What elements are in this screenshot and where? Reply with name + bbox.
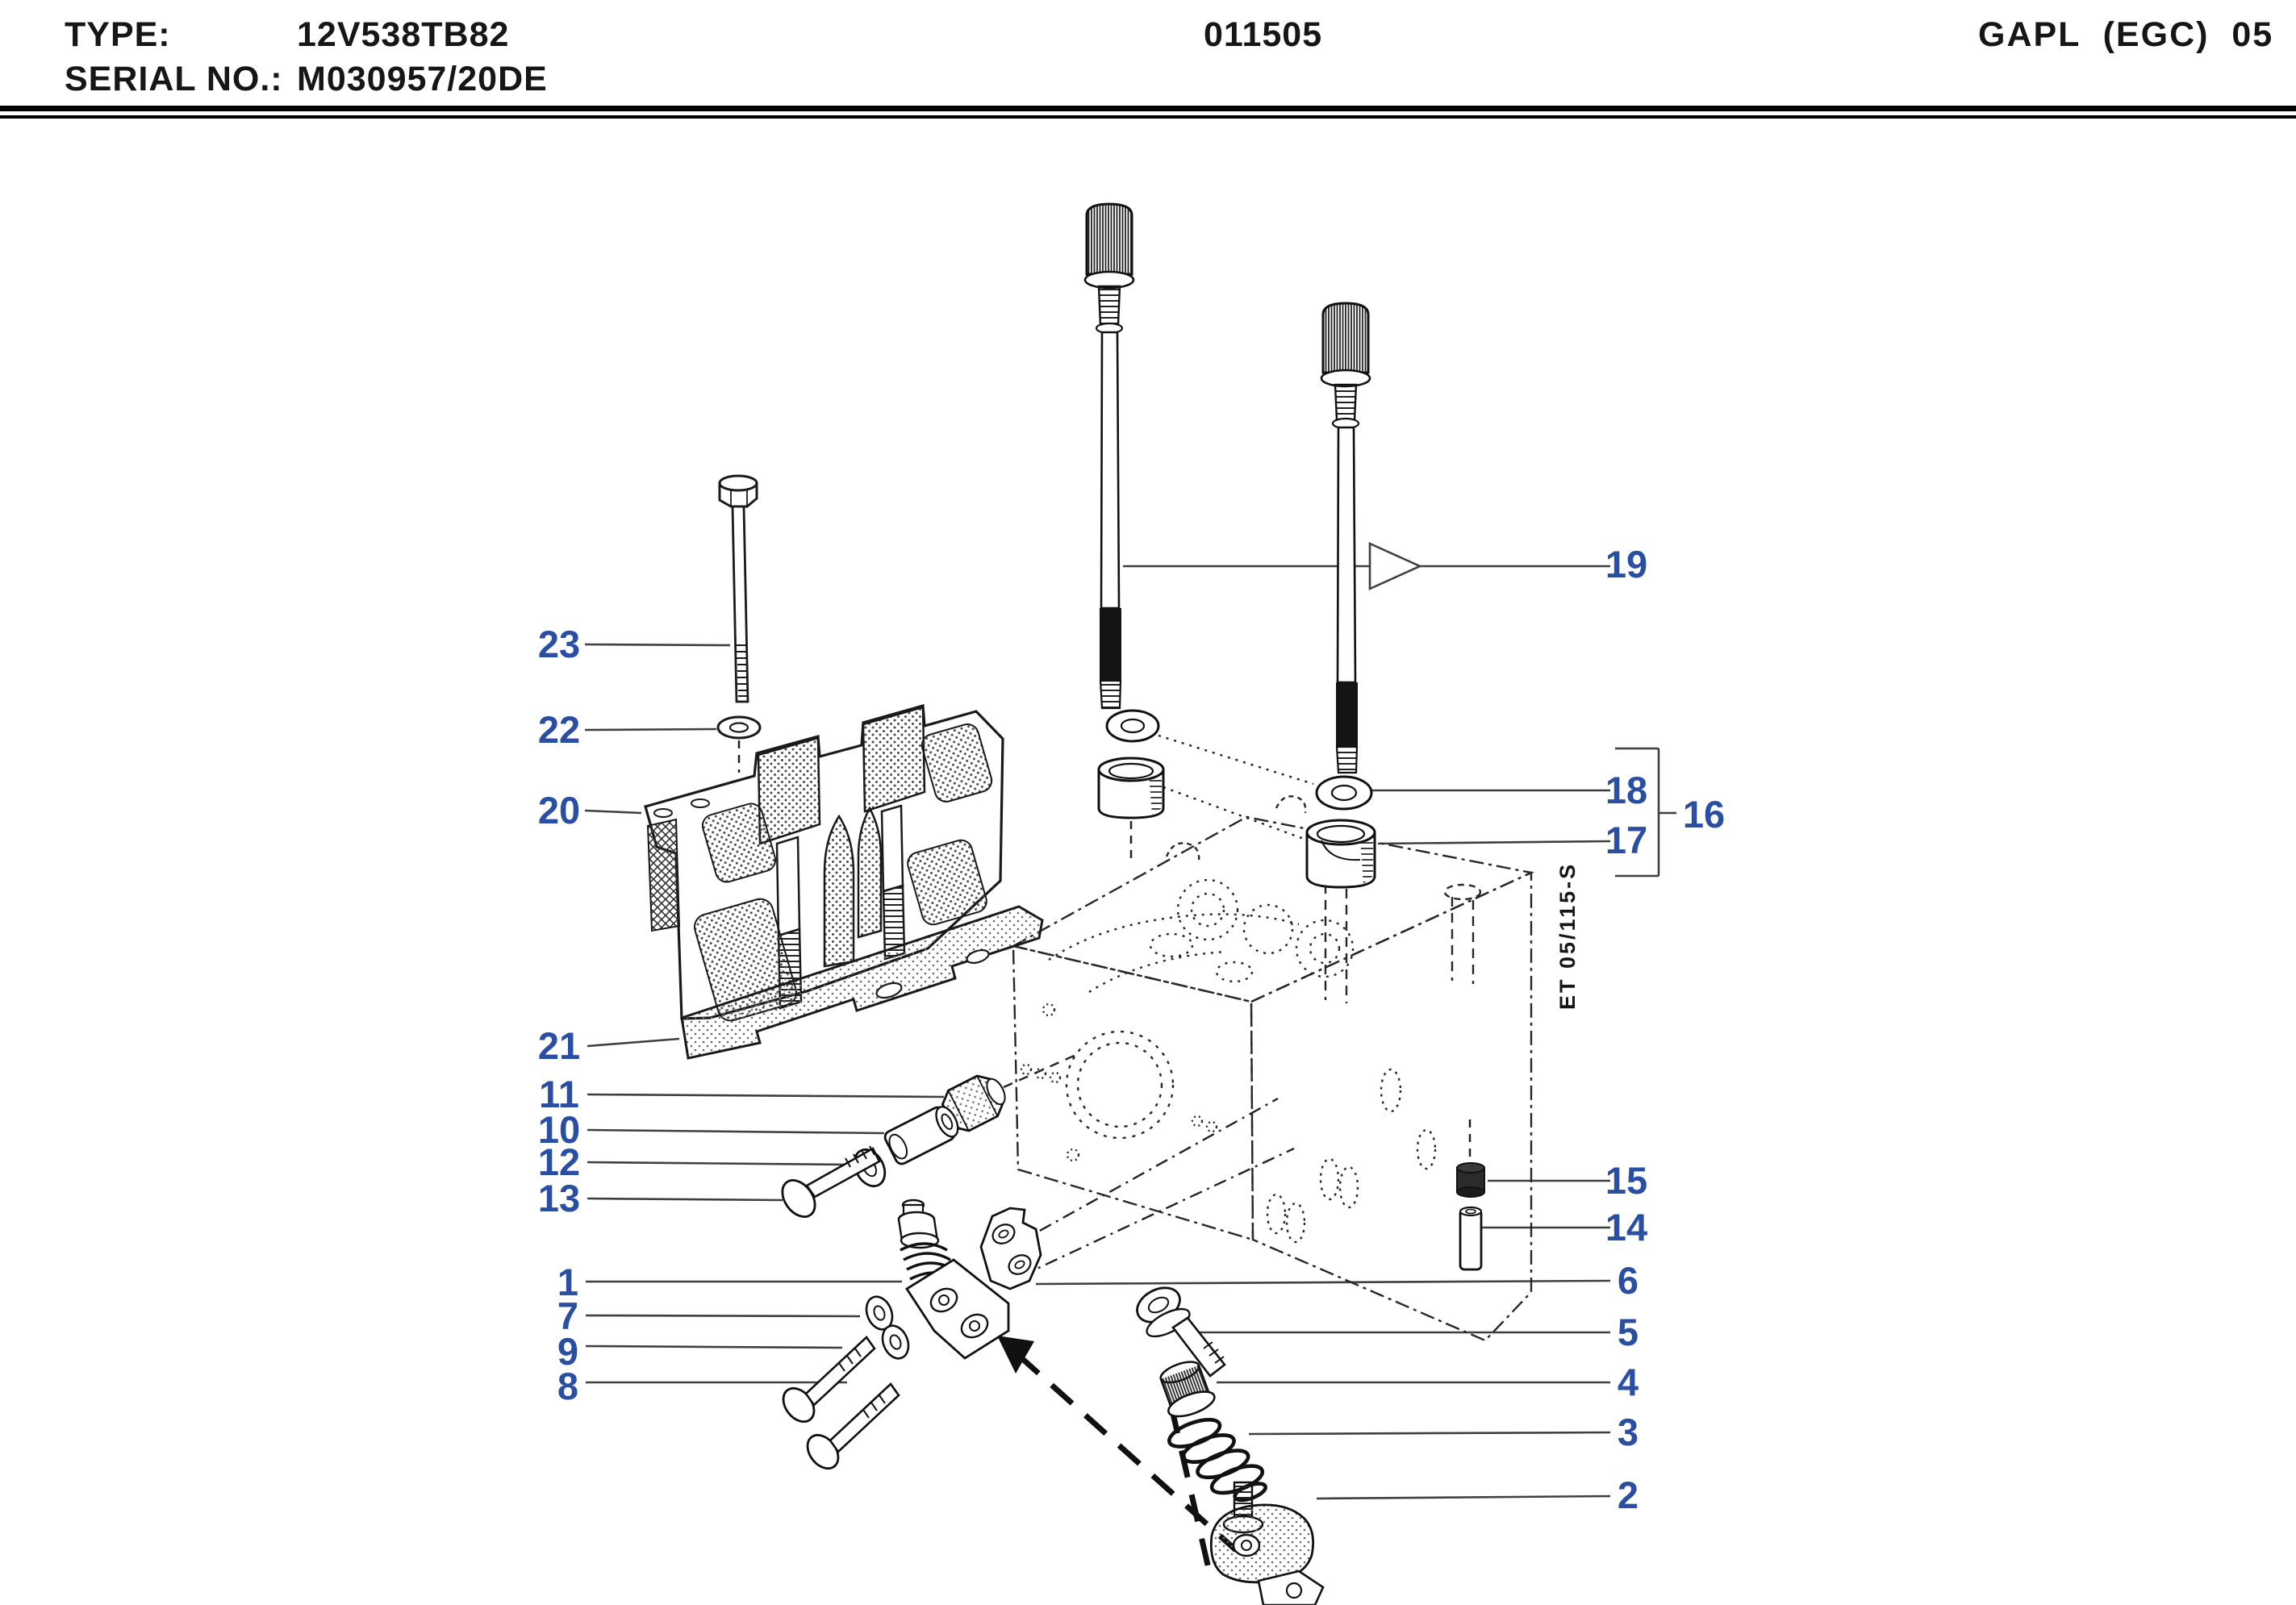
- type-value: 12V538TB82: [297, 15, 510, 54]
- callout-19: 19: [1605, 543, 1647, 586]
- leader-line-13: [587, 1197, 783, 1202]
- leader-line-22: [584, 727, 717, 732]
- callout-18: 18: [1605, 769, 1647, 811]
- hex-nut-11: [941, 1074, 1006, 1132]
- callout-15: 15: [1605, 1159, 1647, 1202]
- callout-13: 13: [538, 1177, 580, 1219]
- washers-7: [865, 1295, 910, 1360]
- type-label: TYPE:: [65, 15, 171, 54]
- leader-line-10: [587, 1128, 885, 1135]
- leader-line-6: [1035, 1279, 1611, 1286]
- leader-line-20: [584, 809, 642, 815]
- leader-lines-layer: [584, 541, 1676, 1500]
- leader-line-7: [585, 1314, 861, 1318]
- washer-22: [716, 715, 762, 740]
- leader-line-2: [1316, 1495, 1611, 1500]
- bolt-13: [781, 1145, 881, 1218]
- clamp-plate-6: [979, 1207, 1042, 1290]
- leader-line-9: [585, 1344, 843, 1349]
- leader-line-12: [587, 1161, 850, 1166]
- washer-18-left: [1105, 709, 1160, 743]
- callout-16: 16: [1683, 793, 1725, 836]
- gasket-21: [680, 905, 1044, 1060]
- callout-3: 3: [1618, 1411, 1639, 1453]
- leader-line-11: [587, 1093, 945, 1098]
- group-code: GAPL (EGC) 05: [1978, 15, 2274, 54]
- header-rule-thick: [0, 106, 2296, 111]
- sleeve-17-left: [1097, 757, 1165, 819]
- bolt-9: [782, 1336, 876, 1424]
- drawing-reference: ET 05/115-S: [1555, 862, 1580, 1010]
- stud-19-left: [1083, 202, 1135, 710]
- callout-12: 12: [538, 1140, 580, 1183]
- callout-17: 17: [1605, 819, 1647, 861]
- leader-line-3: [1248, 1431, 1611, 1436]
- cylinder-head-block: [1010, 795, 1534, 1342]
- callout-2: 2: [1618, 1474, 1639, 1516]
- callout-23: 23: [538, 623, 580, 665]
- valve-assembly-1: [897, 1199, 1010, 1360]
- rocker-lever-2: [1209, 1481, 1325, 1605]
- callout-20: 20: [538, 789, 580, 832]
- callout-22: 22: [538, 708, 580, 751]
- header-rule-thin: [0, 115, 2296, 119]
- document-number: 011505: [1204, 15, 1323, 54]
- leader-line-23: [584, 643, 731, 647]
- callout-8: 8: [557, 1365, 578, 1407]
- callout-6: 6: [1618, 1259, 1639, 1302]
- leader-line-17: [1377, 840, 1611, 845]
- washer-18: [1315, 775, 1373, 811]
- callout-4: 4: [1618, 1361, 1639, 1403]
- round-nut-10: [883, 1106, 959, 1165]
- leader-pointer-19: [1368, 541, 1423, 591]
- pin-14: [1459, 1206, 1483, 1271]
- callout-7: 7: [557, 1294, 578, 1337]
- callout-10: 10: [538, 1108, 580, 1151]
- stud-19-right: [1320, 302, 1371, 774]
- bolt-5: [1136, 1286, 1226, 1378]
- callout-9: 9: [557, 1330, 578, 1373]
- spring-seat-4: [1159, 1361, 1216, 1418]
- serial-value: M030957/20DE: [297, 60, 548, 98]
- bolt-8: [806, 1382, 900, 1470]
- callout-14: 14: [1605, 1206, 1647, 1249]
- sleeve-17: [1305, 819, 1376, 889]
- leader-line-21: [587, 1037, 680, 1048]
- serial-label: SERIAL NO.:: [65, 60, 283, 98]
- assembly-alignment-lines: [737, 734, 1472, 1278]
- callout-1: 1: [557, 1261, 578, 1303]
- plug-15: [1456, 1162, 1485, 1198]
- long-bolt-23: [718, 474, 758, 703]
- callout-11: 11: [539, 1073, 579, 1115]
- assembly-direction-arrow: [997, 1336, 1238, 1583]
- callout-21: 21: [538, 1024, 580, 1067]
- callout-5: 5: [1618, 1311, 1639, 1353]
